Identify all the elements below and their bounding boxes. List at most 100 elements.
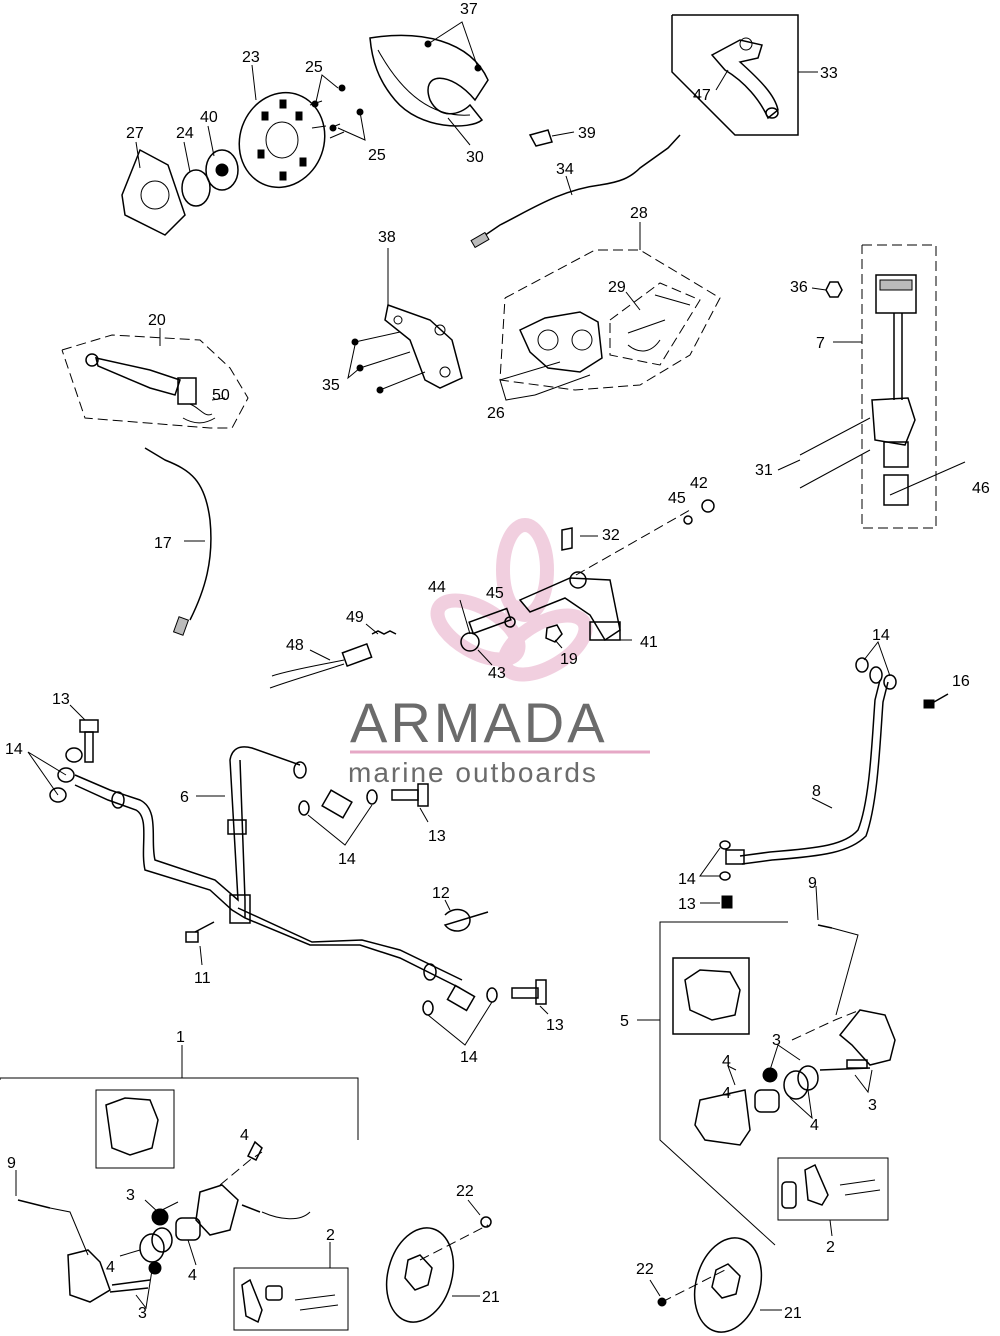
washer-42 (701, 499, 715, 513)
callout-26: 26 (487, 405, 505, 422)
caliper-bracket-38 (384, 304, 463, 389)
callout-46: 46 (972, 480, 990, 497)
callout-27: 27 (126, 125, 144, 142)
callout-37: 37 (460, 1, 478, 18)
callout-45b: 45 (486, 585, 504, 602)
callout-30: 30 (466, 149, 484, 166)
callout-42: 42 (690, 475, 708, 492)
callout-45a: 45 (668, 490, 686, 507)
callout-38: 38 (378, 229, 396, 246)
callout-7: 7 (816, 335, 825, 352)
disc-guard (369, 34, 489, 127)
rear-master-cylinder-7 (861, 244, 937, 529)
brake-cable-34 (477, 134, 681, 241)
leader-30 (447, 117, 471, 146)
callout-31: 31 (755, 462, 773, 479)
bolt-16 (923, 693, 949, 709)
callout-14c: 14 (460, 1049, 478, 1066)
callout-14a: 14 (5, 741, 23, 758)
callout-41: 41 (640, 634, 658, 651)
callout-47: 47 (693, 87, 711, 104)
brake-pads-2-right (777, 1157, 889, 1221)
brake-pads-2-left (233, 1267, 349, 1331)
bolts-35 (354, 331, 426, 391)
front-caliper-1 (0, 1077, 359, 1303)
callout-44: 44 (428, 579, 446, 596)
callout-14e: 14 (678, 871, 696, 888)
callout-23: 23 (242, 49, 260, 66)
rear-brake-hose-8 (725, 666, 889, 865)
brake-pedal-assembly (460, 527, 621, 652)
callout-21a: 21 (482, 1289, 500, 1306)
hose-clamp-12 (443, 908, 489, 932)
callout-28: 28 (630, 205, 648, 222)
callout-4d: 4 (106, 1259, 115, 1276)
callout-49: 49 (346, 609, 364, 626)
bolt-13d (721, 895, 733, 909)
callout-17: 17 (154, 535, 172, 552)
callout-40: 40 (200, 109, 218, 126)
callout-9a: 9 (7, 1155, 16, 1172)
leader-27 (135, 141, 141, 169)
callout-8: 8 (812, 783, 821, 800)
callout-12: 12 (432, 885, 450, 902)
callout-14d: 14 (872, 627, 890, 644)
callout-4f: 4 (240, 1127, 249, 1144)
callout-3b: 3 (868, 1097, 877, 1114)
callout-36: 36 (790, 279, 808, 296)
brake-disc-hub-assembly (121, 84, 364, 236)
callout-3c: 3 (126, 1187, 135, 1204)
callout-4c: 4 (722, 1085, 731, 1102)
leader-25a (315, 74, 339, 103)
banjo-bolt-13b (391, 783, 429, 807)
nut-36 (825, 281, 843, 298)
callout-29: 29 (608, 279, 626, 296)
brake-cable-17 (144, 447, 212, 621)
callout-4a: 4 (722, 1053, 731, 1070)
callout-4b: 4 (810, 1117, 819, 1134)
bolt-11 (185, 921, 215, 943)
rear-brake-lever-assembly (671, 14, 799, 136)
callout-43: 43 (488, 665, 506, 682)
rear-caliper-assembly-28 (499, 249, 721, 396)
banjo-bolt-13a (79, 719, 99, 763)
leader-47 (715, 69, 729, 91)
callout-9b: 9 (808, 875, 817, 892)
callout-13c: 13 (546, 1017, 564, 1034)
callout-13d: 13 (678, 896, 696, 913)
callout-19: 19 (560, 651, 578, 668)
callout-11: 11 (194, 970, 211, 987)
leader-25b (337, 111, 366, 141)
callout-20: 20 (148, 312, 166, 329)
washer-45 (683, 515, 693, 525)
banjo-bolt-13c (511, 979, 547, 1005)
front-disc-21 (385, 1216, 492, 1323)
bolts-31 (799, 417, 871, 489)
leader-23 (251, 64, 257, 101)
callout-34: 34 (556, 161, 574, 178)
callout-24: 24 (176, 125, 194, 142)
watermark-brand: ARMADA (350, 691, 608, 754)
front-brake-lever-20 (61, 334, 249, 429)
leader-40 (207, 125, 215, 157)
rear-caliper-5 (659, 921, 896, 1246)
callout-3d: 3 (138, 1305, 147, 1322)
callout-5: 5 (620, 1013, 629, 1030)
watermark-propeller-logo (430, 518, 593, 682)
callout-35: 35 (322, 377, 340, 394)
front-brake-line-6 (74, 746, 463, 989)
callout-2b: 2 (826, 1239, 835, 1256)
callout-50: 50 (212, 387, 230, 404)
callout-22b: 22 (636, 1261, 654, 1278)
callout-4e: 4 (188, 1267, 197, 1284)
cable-end (470, 231, 490, 249)
hose-fitting (321, 789, 353, 819)
callout-3a: 3 (772, 1032, 781, 1049)
callout-21b: 21 (784, 1305, 802, 1322)
callout-6: 6 (180, 789, 189, 806)
rear-disc-21 (657, 1237, 763, 1333)
callout-25a: 25 (305, 59, 323, 76)
callout-1: 1 (176, 1029, 185, 1046)
bleeder-4 (246, 1140, 263, 1162)
